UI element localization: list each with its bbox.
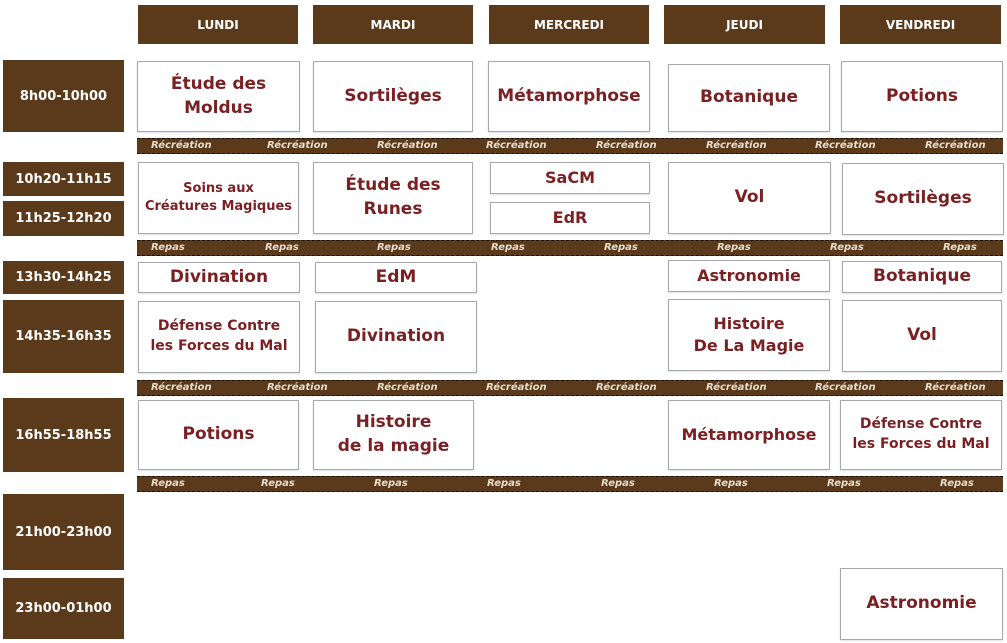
break-label: Repas xyxy=(943,242,977,253)
break-label: Repas xyxy=(714,478,748,489)
break-label: Repas xyxy=(377,242,411,253)
break-repas-2: Repas Repas Repas Repas Repas Repas Repa… xyxy=(137,476,1003,492)
course-mercredi-10h20[interactable]: SaCM xyxy=(490,162,650,194)
course-jeudi-10h20[interactable]: Vol xyxy=(668,162,831,234)
break-label: Repas xyxy=(717,242,751,253)
day-header-vendredi: VENDREDI xyxy=(840,5,1001,44)
course-jeudi-13h30[interactable]: Astronomie xyxy=(668,260,830,292)
course-lundi-8h00[interactable]: Étude des Moldus xyxy=(137,61,300,132)
day-header-mercredi: MERCREDI xyxy=(489,5,649,44)
break-label: Récréation xyxy=(151,140,212,151)
break-recreation-1: Récréation Récréation Récréation Récréat… xyxy=(137,138,1003,154)
break-label: Récréation xyxy=(486,140,547,151)
break-label: Récréation xyxy=(706,140,767,151)
break-label: Récréation xyxy=(925,382,986,393)
break-label: Récréation xyxy=(815,140,876,151)
day-header-lundi: LUNDI xyxy=(138,5,298,44)
course-vendredi-23h00[interactable]: Astronomie xyxy=(840,568,1003,640)
break-label: Repas xyxy=(601,478,635,489)
course-jeudi-16h55[interactable]: Métamorphose xyxy=(668,400,830,470)
course-mardi-13h30[interactable]: EdM xyxy=(315,262,477,293)
time-slot-8: 23h00-01h00 xyxy=(3,578,124,639)
course-mardi-16h55[interactable]: Histoire de la magie xyxy=(313,400,474,470)
time-slot-1: 8h00-10h00 xyxy=(3,60,124,132)
break-label: Récréation xyxy=(596,382,657,393)
day-header-mardi: MARDI xyxy=(313,5,473,44)
course-mardi-14h35[interactable]: Divination xyxy=(315,301,477,373)
course-mercredi-8h00[interactable]: Métamorphose xyxy=(488,61,650,132)
time-slot-2: 10h20-11h15 xyxy=(3,162,124,196)
break-label: Récréation xyxy=(596,140,657,151)
break-label: Repas xyxy=(265,242,299,253)
course-jeudi-8h00[interactable]: Botanique xyxy=(668,64,830,132)
break-label: Repas xyxy=(830,242,864,253)
break-label: Récréation xyxy=(267,382,328,393)
time-slot-4: 13h30-14h25 xyxy=(3,261,124,294)
day-header-jeudi: JEUDI xyxy=(664,5,825,44)
break-recreation-2: Récréation Récréation Récréation Récréat… xyxy=(137,380,1003,396)
break-label: Repas xyxy=(604,242,638,253)
break-label: Repas xyxy=(487,478,521,489)
break-label: Repas xyxy=(491,242,525,253)
break-label: Repas xyxy=(261,478,295,489)
course-vendredi-13h30[interactable]: Botanique xyxy=(842,261,1002,293)
course-lundi-14h35[interactable]: Défense Contre les Forces du Mal xyxy=(138,301,300,373)
break-label: Repas xyxy=(151,242,185,253)
course-mardi-10h20[interactable]: Étude des Runes xyxy=(313,162,473,234)
course-jeudi-14h35[interactable]: Histoire De La Magie xyxy=(668,299,830,371)
course-vendredi-8h00[interactable]: Potions xyxy=(841,61,1003,132)
break-label: Récréation xyxy=(815,382,876,393)
time-slot-5: 14h35-16h35 xyxy=(3,300,124,373)
course-mardi-8h00[interactable]: Sortilèges xyxy=(313,61,473,132)
course-vendredi-16h55[interactable]: Défense Contre les Forces du Mal xyxy=(840,400,1002,470)
course-vendredi-14h35[interactable]: Vol xyxy=(842,300,1002,372)
break-label: Récréation xyxy=(486,382,547,393)
break-label: Récréation xyxy=(151,382,212,393)
course-lundi-16h55[interactable]: Potions xyxy=(138,400,299,470)
break-label: Récréation xyxy=(925,140,986,151)
time-slot-7: 21h00-23h00 xyxy=(3,494,124,570)
course-lundi-13h30[interactable]: Divination xyxy=(138,262,300,293)
break-label: Repas xyxy=(374,478,408,489)
course-mercredi-11h25[interactable]: EdR xyxy=(490,202,650,234)
break-label: Repas xyxy=(151,478,185,489)
course-lundi-10h20[interactable]: Soins aux Créatures Magiques xyxy=(138,162,299,234)
break-label: Repas xyxy=(827,478,861,489)
time-slot-6: 16h55-18h55 xyxy=(3,398,124,472)
break-repas-1: Repas Repas Repas Repas Repas Repas Repa… xyxy=(137,240,1003,256)
break-label: Récréation xyxy=(267,140,328,151)
break-label: Repas xyxy=(940,478,974,489)
break-label: Récréation xyxy=(377,140,438,151)
break-label: Récréation xyxy=(706,382,767,393)
time-slot-3: 11h25-12h20 xyxy=(3,201,124,236)
course-vendredi-10h20[interactable]: Sortilèges xyxy=(842,163,1004,235)
break-label: Récréation xyxy=(377,382,438,393)
